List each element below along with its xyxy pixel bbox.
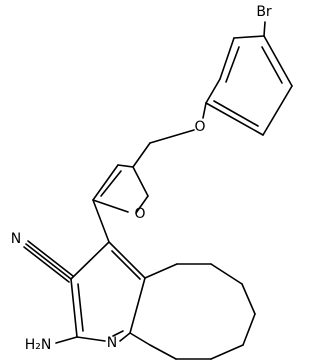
bromophenyl-ring — [205, 35, 293, 136]
molecule-structure: Br O O N N H₂N — [11, 4, 293, 360]
furan-oxygen-label: O — [134, 206, 145, 222]
cyclooctane-ring — [129, 263, 256, 360]
nitrile-nitrogen-label: N — [11, 231, 21, 247]
ether-oxygen-label: O — [194, 119, 205, 135]
pyridine-nitrogen-label: N — [107, 335, 117, 351]
amino-label: H₂N — [25, 337, 52, 353]
furan-ring — [92, 164, 149, 214]
furan-pyridine-bond — [92, 199, 110, 243]
pyridine-ring — [70, 241, 146, 342]
nitrile-group — [23, 240, 74, 283]
bromine-label: Br — [256, 4, 272, 20]
amino-bond — [55, 336, 78, 344]
ether-linkage — [132, 21, 266, 168]
